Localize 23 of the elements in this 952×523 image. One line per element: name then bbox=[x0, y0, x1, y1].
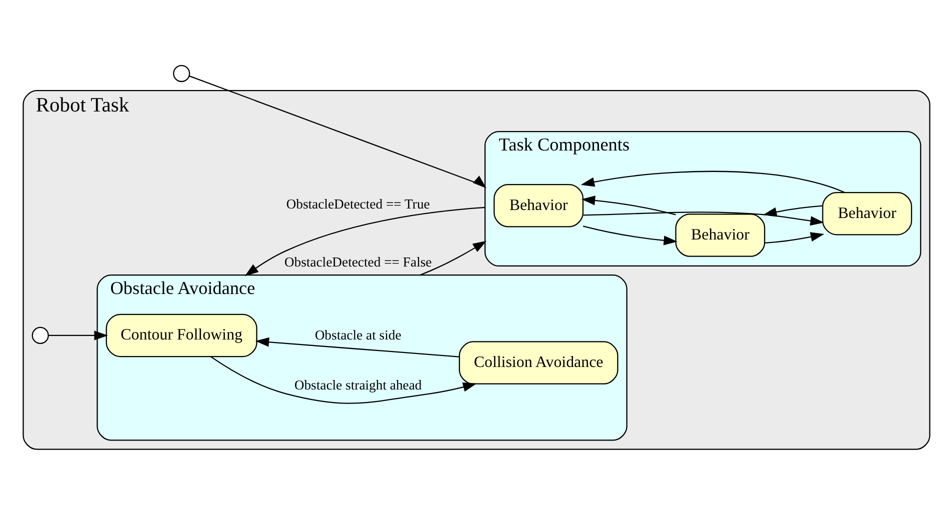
node-box: Collision Avoidance bbox=[458, 340, 618, 384]
edge-label: ObstacleDetected == False bbox=[284, 254, 432, 270]
arrow bbox=[582, 211, 824, 226]
arrow bbox=[48, 330, 108, 340]
edge-label: ObstacleDetected == True bbox=[286, 196, 430, 212]
arrow bbox=[580, 170, 844, 192]
arrow bbox=[762, 204, 822, 216]
arrow bbox=[580, 195, 676, 215]
arrow bbox=[582, 225, 677, 245]
node-circle bbox=[172, 64, 190, 82]
arrow bbox=[419, 240, 486, 276]
node-box: Behavior bbox=[493, 184, 584, 227]
arrow bbox=[244, 206, 485, 276]
arrow bbox=[188, 75, 486, 188]
arrow bbox=[254, 336, 459, 357]
node-box: Behavior bbox=[674, 213, 765, 256]
node-box: Contour Following bbox=[105, 313, 257, 357]
arrow bbox=[764, 232, 824, 244]
node-box: Behavior bbox=[822, 191, 912, 235]
edge-label: Obstacle straight ahead bbox=[294, 377, 422, 392]
node-circle bbox=[31, 326, 48, 344]
arrow bbox=[210, 356, 476, 404]
edge-label: Obstacle at side bbox=[314, 327, 401, 342]
